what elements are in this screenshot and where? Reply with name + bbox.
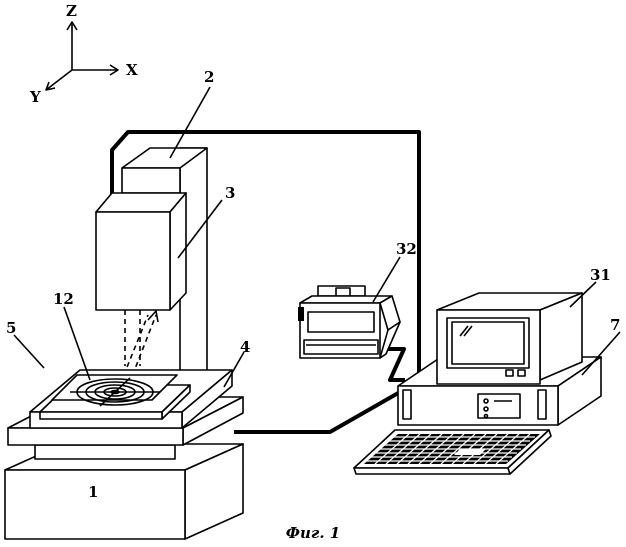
axis-z-label: Z: [66, 2, 77, 20]
coordinate-axes: Z X Y: [29, 2, 138, 106]
label-5: 5: [6, 319, 16, 337]
camera-block: [96, 193, 186, 310]
figure-caption: Фиг. 1: [286, 524, 340, 542]
label-4: 4: [240, 338, 250, 356]
cable-computer-base: [234, 392, 400, 432]
label-3: 3: [225, 184, 235, 202]
printer: [298, 286, 400, 358]
cable-printer-computer: [388, 349, 405, 380]
label-2: 2: [204, 68, 214, 86]
keyboard: [354, 430, 551, 474]
label-32: 32: [396, 240, 417, 258]
axis-x-label: X: [126, 61, 138, 79]
axis-y-label: Y: [29, 88, 41, 106]
label-1: 1: [88, 483, 98, 501]
label-7: 7: [610, 316, 620, 334]
label-31: 31: [590, 266, 611, 284]
label-12: 12: [53, 290, 74, 308]
monitor: [437, 293, 582, 384]
